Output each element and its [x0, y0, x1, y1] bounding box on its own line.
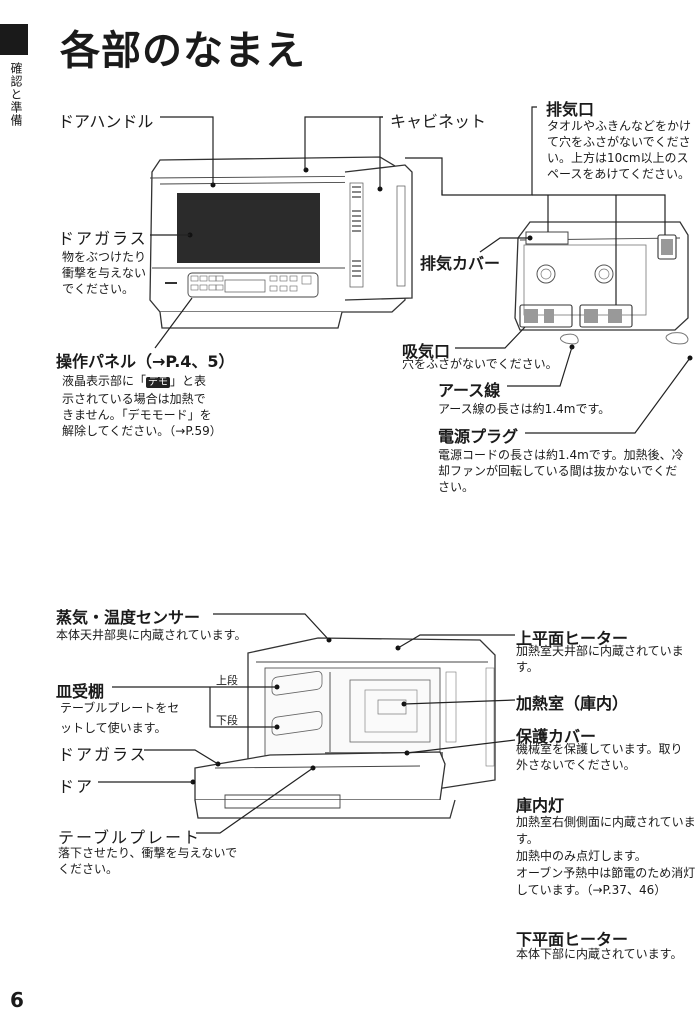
oven-rear-illustration [514, 221, 693, 361]
note-interior-light: 加熱室右側側面に内蔵されています。加熱中のみ点灯します。オーブン予熱中は節電のた… [516, 815, 696, 897]
section-tab-marker [0, 24, 28, 55]
label-heating-chamber: 加熱室（庫内） [516, 694, 629, 713]
note-steam-sensor: 本体天井部奥に内蔵されています。 [56, 628, 247, 642]
leader-steam-sensor [213, 613, 330, 641]
label-table-plate: テーブルプレート [58, 828, 202, 847]
label-protective-cover: 保護カバー [516, 727, 597, 746]
label-power-plug: 電源プラグ [438, 427, 519, 446]
leader-door-handle [160, 116, 214, 185]
label-door-glass-open: ドアガラス [58, 745, 148, 764]
leader-exhaust-cover [479, 237, 530, 253]
note-door-glass-front: 物をぶつけたり衝撃を与えないでください。 [62, 250, 147, 296]
label-intake-port: 吸気口 [402, 342, 451, 361]
note-lower-heater: 本体下部に内蔵されています。 [516, 947, 683, 961]
control-panel-illustration [187, 272, 319, 298]
label-control-panel: 操作パネル（→P.4、5） [56, 352, 235, 371]
page-number: 6 [10, 988, 24, 1012]
label-shelf-lower: 下段 [216, 714, 238, 727]
leader-shelf-lower [209, 687, 277, 728]
label-door: ドア [58, 777, 95, 796]
leader-intake-port [455, 326, 526, 349]
page-title: 各部のなまえ [60, 28, 306, 74]
label-door-handle: ドアハンドル [58, 112, 154, 131]
label-exhaust-cover: 排気カバー [420, 254, 501, 273]
leader-ground-wire [507, 346, 573, 387]
label-shelf-upper: 上段 [216, 674, 238, 687]
leader-door-glass-open [144, 749, 219, 765]
leader-exhaust-port [405, 157, 443, 195]
label-door-glass-front: ドアガラス [58, 229, 148, 248]
leader-heating-chamber [403, 699, 516, 705]
label-lower-heater: 下平面ヒーター [516, 930, 629, 949]
note-upper-heater: 加熱室天井部に内蔵されています。 [516, 644, 684, 674]
label-shelf-rack: 皿受棚 [56, 682, 105, 701]
note-ground-wire: アース線の長さは約1.4mです。 [438, 402, 611, 416]
oven-front-illustration [149, 156, 413, 329]
demo-badge: デモ [146, 377, 171, 388]
label-interior-light: 庫内灯 [516, 796, 565, 815]
label-ground-wire: アース線 [438, 381, 501, 400]
leader-protective-cover [406, 739, 516, 754]
leader-power-plug [525, 357, 691, 434]
note-protective-cover: 機械室を保護しています。取り外さないでください。 [516, 742, 683, 772]
section-tab-label: 確認と準備 [9, 62, 23, 127]
label-upper-heater: 上平面ヒーター [516, 629, 629, 648]
leader-cabinet [304, 116, 383, 170]
leader-upper-heater [397, 634, 515, 649]
label-steam-sensor: 蒸気・温度センサー [56, 608, 201, 627]
note-exhaust-port: タオルやふきんなどをかけて穴をふさがないでください。上方は10cm以上のスペース… [547, 119, 692, 181]
note-shelf-rack: テーブルプレートをセットして使います。 [60, 701, 180, 735]
note-power-plug: 電源コードの長さは約1.4mです。加熱後、冷却ファンが回転している間は抜かないで… [438, 448, 684, 494]
label-cabinet: キャビネット [390, 112, 487, 131]
note-table-plate: 落下させたり、衝撃を与えないでください。 [58, 846, 238, 876]
note-intake-port: 穴をふさがないでください。 [402, 357, 558, 371]
leader-table-plate [196, 767, 314, 834]
leader-control-panel [154, 297, 193, 349]
label-exhaust-port: 排気口 [546, 100, 595, 119]
note-control-panel: 液晶表示部に「デモ」と表示されている場合は加熱できません。「デモモード」を解除し… [62, 374, 222, 438]
door-window [177, 193, 320, 263]
